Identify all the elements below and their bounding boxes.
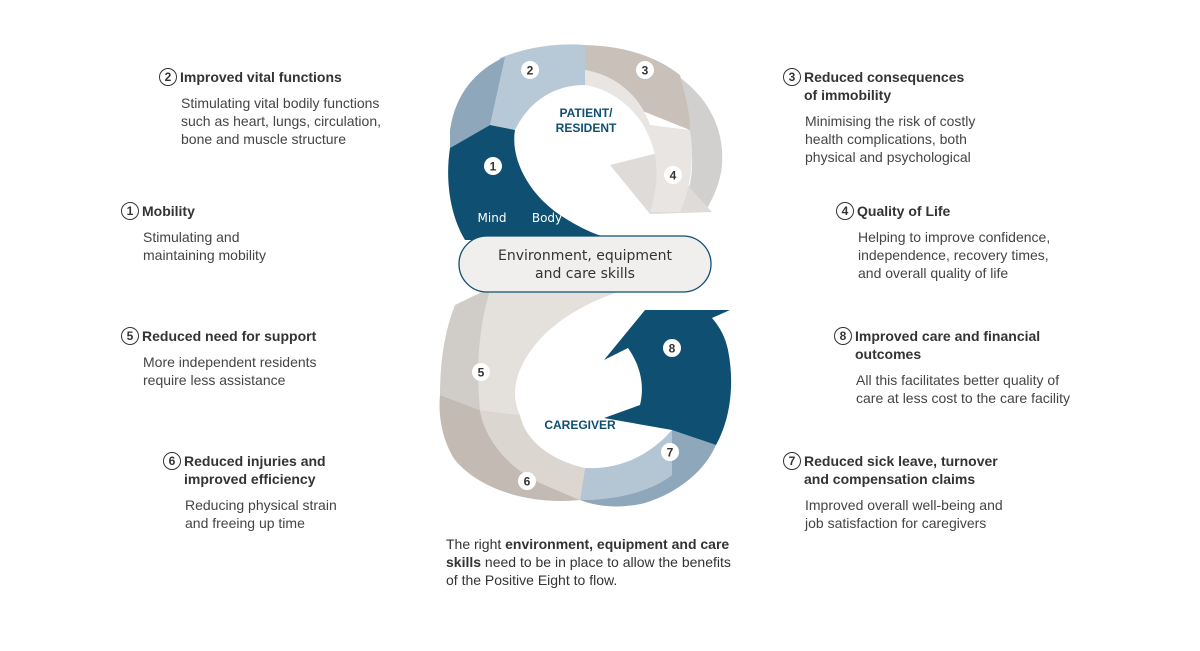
benefit-description: Minimising the risk of costly health com…: [805, 113, 976, 165]
badge-8: 8: [663, 339, 681, 357]
upper-segment-3: [580, 45, 690, 130]
svg-text:1: 1: [490, 160, 497, 174]
number-badge: 5: [121, 327, 139, 345]
upper-segment-1: [448, 125, 620, 240]
benefit-description: Reducing physical strain and freeing up …: [185, 497, 337, 531]
benefit-title: Quality of Life: [857, 203, 951, 219]
benefit-description: Stimulating and maintaining mobility: [143, 229, 266, 263]
svg-text:and care skills: and care skills: [535, 266, 635, 282]
svg-text:6: 6: [524, 475, 531, 489]
mind-label: Mind: [478, 211, 507, 225]
badge-5: 5: [472, 363, 490, 381]
badge-3: 3: [636, 61, 654, 79]
benefit-title: Improved vital functions: [180, 69, 342, 85]
upper-segment-2: [490, 44, 585, 130]
lower-segment-6: [439, 395, 580, 501]
number-badge: 8: [834, 327, 852, 345]
body-label: Body: [532, 211, 562, 225]
caption-part-2: need to be in place to allow the benefit…: [446, 554, 731, 588]
number-badge: 6: [163, 452, 181, 470]
benefit-description: Helping to improve confidence, independe…: [858, 229, 1051, 281]
patient-label-line1: PATIENT/: [560, 106, 614, 120]
upper-segment-2-outer: [450, 57, 505, 148]
benefit-title: Reduced injuries and improved efficiency: [184, 453, 326, 487]
footer-caption: The right environment, equipment and car…: [446, 535, 746, 589]
badge-2: 2: [521, 61, 539, 79]
benefit-description: More independent residents require less …: [143, 354, 317, 388]
lower-segment-5: [472, 290, 625, 415]
svg-text:5: 5: [478, 366, 485, 380]
caption-part-1: The right: [446, 536, 506, 552]
number-badge: 4: [836, 202, 854, 220]
benefit-title: Reduced sick leave, turnover and compens…: [804, 453, 998, 487]
number-badge: 2: [159, 68, 177, 86]
benefit-description: All this facilitates better quality of c…: [856, 372, 1070, 406]
svg-text:7: 7: [667, 446, 674, 460]
caption-bold: environment, equipment and care skills: [446, 536, 730, 570]
benefit-description: Improved overall well-being and job sati…: [805, 497, 1003, 531]
benefit-title: Mobility: [142, 203, 195, 219]
badge-6: 6: [518, 472, 536, 490]
badge-4: 4: [664, 166, 682, 184]
svg-text:3: 3: [642, 64, 649, 78]
number-badge: 7: [783, 452, 801, 470]
benefit-title: Reduced consequences of immobility: [804, 69, 965, 103]
lower-segment-7-outer: [580, 430, 716, 507]
number-badge: 3: [783, 68, 801, 86]
badge-7: 7: [661, 443, 679, 461]
benefit-title: Reduced need for support: [142, 328, 317, 344]
caregiver-label: CAREGIVER: [544, 418, 616, 432]
benefit-description: Stimulating vital bodily functions such …: [181, 95, 381, 147]
benefit-title: Improved care and financial outcomes: [855, 328, 1041, 362]
patient-label-line2: RESIDENT: [556, 121, 617, 135]
lower-segment-8: [604, 310, 732, 445]
svg-text:8: 8: [669, 342, 676, 356]
badge-1: 1: [484, 157, 502, 175]
svg-text:4: 4: [670, 169, 677, 183]
svg-text:Environment, equipment: Environment, equipment: [498, 248, 673, 264]
center-pill: Environment, equipment and care skills: [458, 235, 712, 293]
number-badge: 1: [121, 202, 139, 220]
lower-segment-6-inner: [480, 410, 585, 500]
svg-text:2: 2: [527, 64, 534, 78]
